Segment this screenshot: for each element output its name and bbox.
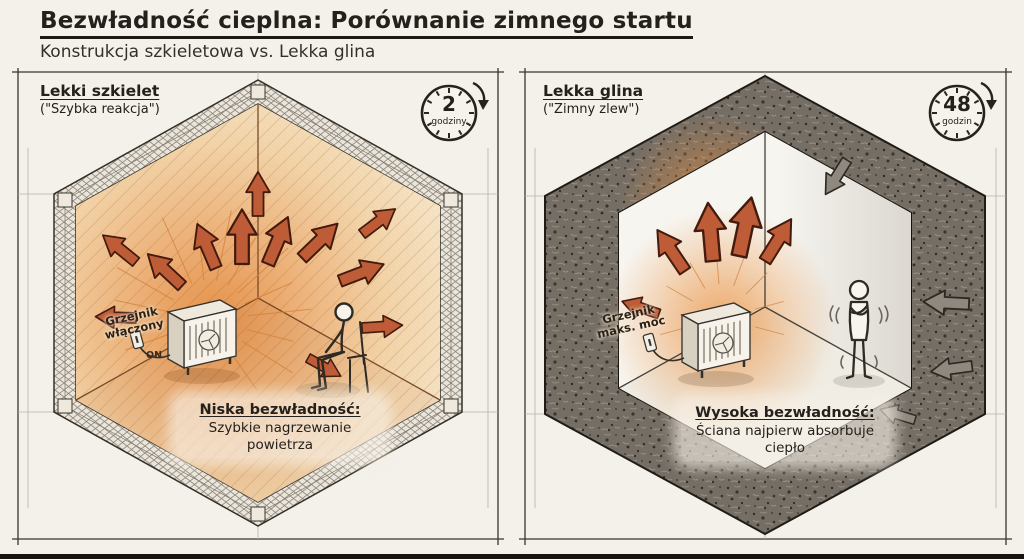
heater-shadow: [678, 371, 754, 387]
heater-shadow: [164, 368, 240, 384]
corner-studs: [57, 84, 459, 522]
caption-low-inertia: Niska bezwładność: Szybkie nagrzewanie p…: [176, 398, 384, 458]
construction-guides: [18, 72, 498, 539]
caption-high-inertia: Wysoka bezwładność: Ściana najpierw abso…: [681, 401, 889, 461]
page-title: Bezwładność cieplna: Porównanie zimnego …: [40, 8, 693, 39]
person-shadow: [296, 382, 360, 398]
clock-hours: 48: [943, 92, 971, 116]
heater-icon: [680, 302, 752, 378]
power-switch-icon: [642, 332, 658, 353]
panel-title: Lekki szkielet: [40, 82, 160, 100]
clock-icon-right: 48 godzin: [925, 79, 1001, 147]
clock-unit: godziny: [431, 117, 467, 127]
panel-heading-clay: Lekka glina ("Zimny zlew"): [543, 82, 643, 117]
panel-subtitle: ("Zimny zlew"): [543, 102, 640, 117]
person-shadow: [833, 374, 885, 388]
clock-icon-left: 2 godziny: [417, 79, 493, 147]
switch-on-label: ON: [146, 350, 162, 361]
shiver-lines: [829, 305, 889, 369]
panel-light-frame: ON Lekki szkielet ("Szybka reakcja"): [10, 68, 506, 547]
page-subtitle: Konstrukcja szkieletowa vs. Lekka glina: [40, 42, 376, 62]
person-sitting: [310, 302, 369, 393]
power-cord: [652, 349, 685, 362]
panel-heading-frame: Lekki szkielet ("Szybka reakcja"): [40, 82, 160, 117]
person-standing: [829, 279, 889, 380]
clock-unit: godzin: [942, 117, 972, 127]
power-switch-icon: [129, 329, 145, 350]
header: Bezwładność cieplna: Porównanie zimnego …: [40, 8, 693, 62]
panel-frame: [519, 68, 1012, 545]
heat-glow-rays: [660, 254, 784, 336]
panel-title: Lekka glina: [543, 82, 644, 100]
panel-light-clay: Lekka glina ("Zimny zlew") 48: [517, 68, 1014, 547]
clock-hours: 2: [442, 92, 456, 116]
power-cord: [139, 346, 171, 359]
panel-subtitle: ("Szybka reakcja"): [40, 102, 160, 117]
bottom-edge-bar: [0, 554, 1024, 559]
heater-icon: [166, 299, 238, 375]
